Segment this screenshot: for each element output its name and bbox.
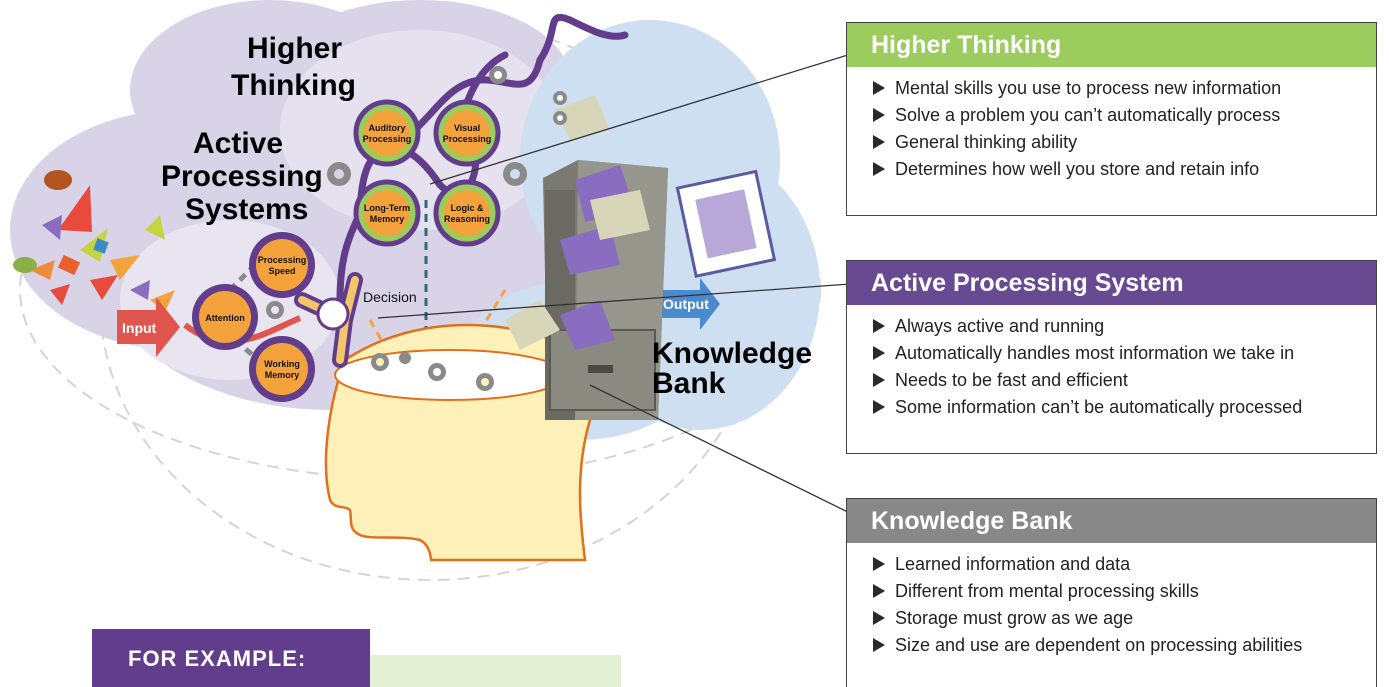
node-logic-reasoning: Logic & Reasoning — [433, 179, 501, 247]
svg-text:Active: Active — [193, 127, 283, 160]
example-label: FOR EXAMPLE: — [128, 646, 307, 671]
panel-list: Learned information and data Different f… — [847, 543, 1376, 659]
connector-lines — [377, 49, 865, 521]
bullet-triangle-icon — [873, 81, 885, 95]
svg-text:Memory: Memory — [265, 370, 300, 380]
svg-text:Logic &: Logic & — [451, 203, 484, 213]
panel-title: Higher Thinking — [847, 23, 1376, 67]
bullet-triangle-icon — [873, 346, 885, 360]
input-confetti — [13, 170, 175, 312]
panel-higher-thinking: Higher Thinking Mental skills you use to… — [846, 22, 1377, 216]
input-label: Input — [122, 320, 157, 336]
node-auditory-processing: Auditory Processing — [353, 99, 421, 167]
svg-text:Processing: Processing — [443, 134, 492, 144]
svg-text:Speed: Speed — [268, 266, 295, 276]
bullet-triangle-icon — [873, 400, 885, 414]
filing-cabinet-icon — [505, 95, 668, 420]
bullet-triangle-icon — [873, 611, 885, 625]
bullet-triangle-icon — [873, 135, 885, 149]
svg-text:Processing: Processing — [161, 160, 323, 193]
example-tab — [92, 629, 370, 687]
svg-text:Higher: Higher — [247, 32, 342, 65]
list-item: Mental skills you use to process new inf… — [873, 75, 1376, 102]
gear-icons — [266, 66, 567, 391]
svg-text:Long-Term: Long-Term — [364, 203, 410, 213]
panel-list: Mental skills you use to process new inf… — [847, 67, 1376, 183]
bullet-triangle-icon — [873, 638, 885, 652]
list-item: Solve a problem you can’t automatically … — [873, 102, 1376, 129]
node-long-term-memory: Long-Term Memory — [353, 179, 421, 247]
list-item: Some information can’t be automatically … — [873, 394, 1376, 421]
list-item: Learned information and data — [873, 551, 1376, 578]
output-arrow: Output — [658, 278, 720, 330]
node-processing-speed: Processing Speed — [249, 232, 315, 298]
svg-text:Systems: Systems — [185, 193, 308, 226]
node-visual-processing: Visual Processing — [433, 99, 501, 167]
output-label: Output — [663, 296, 709, 312]
notebook-icon — [675, 169, 777, 278]
panel-title: Knowledge Bank — [847, 499, 1376, 543]
svg-text:Bank: Bank — [652, 367, 726, 400]
higher-thinking-heading: Higher Thinking — [231, 32, 356, 102]
bullet-triangle-icon — [873, 373, 885, 387]
bullet-triangle-icon — [873, 319, 885, 333]
decision-label: Decision — [363, 289, 417, 305]
example-box — [370, 655, 621, 687]
svg-text:Reasoning: Reasoning — [444, 214, 490, 224]
svg-text:Knowledge: Knowledge — [652, 337, 812, 370]
svg-text:Attention: Attention — [205, 313, 245, 323]
svg-text:Processing: Processing — [258, 255, 307, 265]
list-item: Determines how well you store and retain… — [873, 156, 1376, 183]
svg-text:Visual: Visual — [454, 123, 480, 133]
bullet-triangle-icon — [873, 584, 885, 598]
panel-title: Active Processing System — [847, 261, 1376, 305]
list-item: Always active and running — [873, 313, 1376, 340]
bullet-triangle-icon — [873, 162, 885, 176]
svg-text:Memory: Memory — [370, 214, 405, 224]
svg-text:Thinking: Thinking — [231, 69, 356, 102]
list-item: Storage must grow as we age — [873, 605, 1376, 632]
list-item: Different from mental processing skills — [873, 578, 1376, 605]
input-arrow: Input — [117, 297, 180, 357]
node-working-memory: Working Memory — [249, 336, 315, 402]
bullet-triangle-icon — [873, 108, 885, 122]
panel-active-processing: Active Processing System Always active a… — [846, 260, 1377, 454]
panel-list: Always active and running Automatically … — [847, 305, 1376, 421]
node-attention: Attention — [192, 284, 258, 350]
list-item: Automatically handles most information w… — [873, 340, 1376, 367]
list-item: General thinking ability — [873, 129, 1376, 156]
svg-text:Processing: Processing — [363, 134, 412, 144]
list-item: Size and use are dependent on processing… — [873, 632, 1376, 659]
list-item: Needs to be fast and efficient — [873, 367, 1376, 394]
panel-knowledge-bank: Knowledge Bank Learned information and d… — [846, 498, 1377, 687]
bullet-triangle-icon — [873, 557, 885, 571]
svg-text:Working: Working — [264, 359, 300, 369]
decision-junction: Decision — [294, 272, 417, 368]
svg-text:Auditory: Auditory — [369, 123, 406, 133]
active-processing-heading: Active Processing Systems — [161, 127, 323, 226]
knowledge-bank-heading: Knowledge Bank — [652, 337, 812, 400]
